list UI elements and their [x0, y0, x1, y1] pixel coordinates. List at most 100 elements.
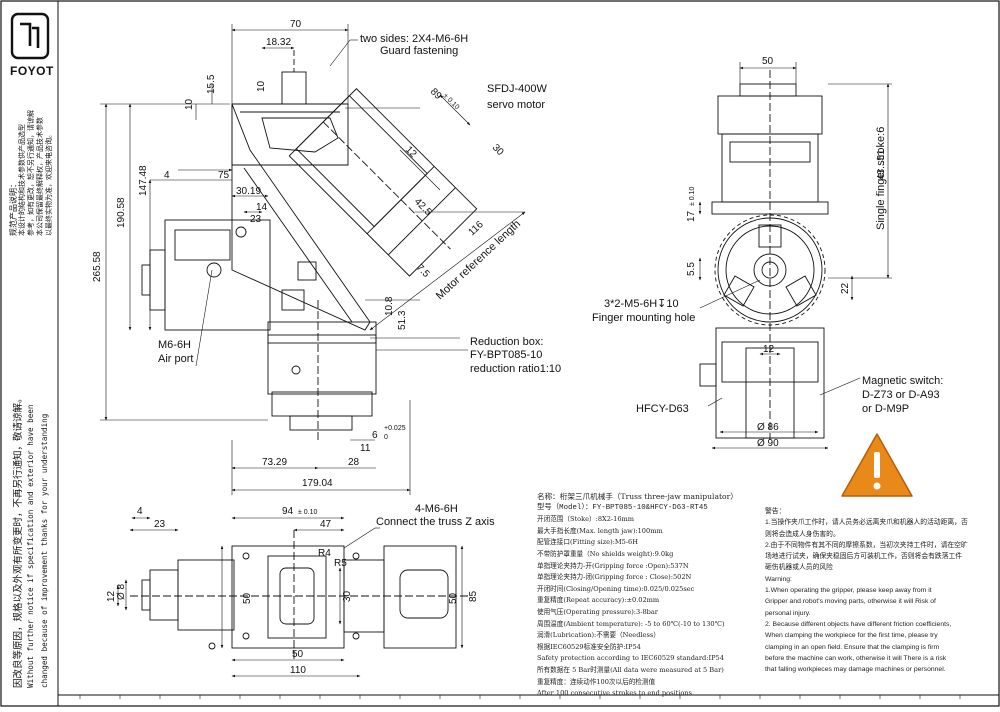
warn-cn-2c: 砸伤机器或人员的风险 — [765, 564, 833, 572]
spec-row: Safety protection according to IEC60529 … — [537, 654, 724, 663]
warn-en-title: Warning: — [765, 575, 792, 583]
dim-r4: R4 — [318, 548, 331, 559]
dim-tol-plus: +0.025 — [384, 425, 406, 432]
spec-row: 开闭范围（Stoke）:8X2-16mm — [537, 515, 635, 524]
label-two-sides: two sides: 2X4-M6-6H — [360, 33, 468, 45]
label-reduction-box: Reduction box: — [470, 336, 543, 348]
warning-icon — [841, 433, 913, 497]
spec-row: 单指理论夹持力-开(Gripping force :Open):537N — [537, 561, 689, 570]
dim-6: 6 — [372, 430, 378, 441]
dim-18-32: 18.32 — [266, 37, 291, 48]
dim-50-left: 50 — [242, 592, 253, 604]
dim-89-tol: ± 0.10 — [442, 92, 461, 111]
label-servo-model: SFDJ-400W — [487, 83, 548, 95]
label-truss: Connect the truss Z axis — [376, 516, 495, 528]
dim-r5: R5 — [334, 558, 347, 569]
label-reduction-ratio: reduction ratio1:10 — [470, 363, 561, 375]
dim-12-side: 12 — [763, 344, 775, 355]
dim-10-8: 10.8 — [384, 296, 395, 316]
spec-row: 最大手指长度(Max. length jaw):100mm — [537, 526, 663, 535]
warn-en-1: 1.When operating the gripper, please kee… — [765, 587, 932, 595]
warn-cn-2: 2.由于不同物件有其不同的摩擦系数，当初次夹持工件时，请在空旷 — [765, 541, 968, 549]
warn-en-2c: clamping in an open field. Ensure that t… — [765, 643, 940, 651]
notice-cn-main: 因改良等原因，规格以及外观有所变更时，不再另行通知，敬请谅解。 — [13, 393, 24, 688]
label-magnetic-3: or D-M9P — [862, 403, 909, 415]
spec-row: 不带防护罩重量（No shields weight):9.0kg — [537, 549, 674, 558]
dim-tol-zero: 0 — [384, 434, 388, 441]
dim-47: 47 — [320, 519, 332, 530]
dim-11: 11 — [360, 443, 371, 454]
spec-row: 所有数据在 5 Bar时测量(All data were measured at… — [537, 665, 724, 674]
dim-28: 28 — [348, 457, 360, 468]
dim-265-58: 265.58 — [92, 251, 103, 282]
dim-12: 12 — [403, 144, 419, 160]
spec-row: 单指理论夹持力-闭(Gripping force : Close):502N — [537, 573, 692, 582]
dim-179-04: 179.04 — [302, 478, 333, 489]
dim-75: 75 — [218, 170, 230, 181]
warn-en-1c: personal injury. — [765, 609, 811, 617]
warning-block: 警告： 1.当操作夹爪工作时，请人员务必远离夹爪和机器人的活动距离，否 则将会造… — [765, 506, 977, 675]
spec-row: 润滑(Lubrication):不需要（Needless） — [537, 631, 660, 640]
warn-en-2e: that falling workpieces may damage machi… — [765, 666, 946, 674]
spec-row: 重复精度(Repeat accuracy):±0.02mm — [537, 596, 660, 605]
dim-5-5: 5.5 — [686, 262, 697, 276]
label-finger-hole: Finger mounting hole — [592, 312, 695, 324]
dim-190-58: 190.58 — [116, 197, 127, 228]
spec-row: 周围温度(Ambient temperature): -5 to 60℃(-10… — [537, 619, 725, 628]
spec-name: 名称：桁架三爪机械手（Truss three-jaw manipulator） — [537, 492, 738, 501]
brand-name: FOYOT — [10, 64, 54, 78]
warn-cn-2b: 场地进行试夹，确保夹稳固后方可装机工作，否则将会有跌落工件 — [765, 553, 963, 561]
spec-row: 重复精度：连续动作100次以后的检测值 — [537, 677, 656, 686]
warn-cn-title: 警告： — [765, 508, 786, 515]
spec-model: 型号（Model）：FY-BPT085-10&HFCY-D63-RT45 — [537, 503, 708, 512]
dim-70: 70 — [290, 19, 302, 30]
spec-block: 名称：桁架三爪机械手（Truss three-jaw manipulator） … — [537, 491, 777, 700]
dim-85: 85 — [468, 590, 479, 602]
dim-89: 89 — [428, 86, 444, 102]
dim-14: 14 — [256, 202, 268, 213]
dim-110: 110 — [290, 665, 306, 676]
notice-en-2: changed because of improvement thanks fo… — [40, 413, 49, 688]
dim-15-5: 15.5 — [206, 74, 217, 94]
dim-30b: 30 — [342, 590, 353, 602]
label-air-thread: M6-6H — [158, 339, 191, 351]
warn-en-2d: before the machine can work, otherwise i… — [765, 654, 947, 662]
dim-42-5: 42.5 — [412, 196, 434, 218]
dim-10b: 10 — [184, 98, 195, 110]
top-view — [130, 530, 470, 660]
label-magnetic-2: D-Z73 or D-A93 — [862, 389, 940, 401]
top-dimensions — [116, 516, 464, 678]
dim-30: 30 — [490, 142, 506, 158]
notice-cn-5: 以最终实物为准，欢迎来电咨询。 — [45, 131, 53, 236]
dim-50-bot: 50 — [292, 649, 304, 660]
frame-ticks — [79, 695, 961, 699]
label-reduction-model: FY-BPT085-10 — [470, 349, 542, 361]
label-hfcy: HFCY-D63 — [636, 403, 689, 415]
dim-12b: 12 — [106, 590, 117, 602]
warn-en-1b: Gripper and robot's moving parts, otherw… — [765, 598, 936, 606]
annotation-texts: two sides: 2X4-M6-6H Guard fastening SFD… — [158, 33, 943, 528]
dim-116: 116 — [467, 219, 486, 238]
spec-row: 配管连接口(Fitting size):M5-6H — [537, 538, 638, 547]
warn-en-2: 2. Because different objects have differ… — [765, 620, 952, 628]
label-servo: servo motor — [487, 99, 545, 111]
dim-phi8: Ø 8 — [116, 583, 127, 600]
dim-23b: 23 — [154, 519, 166, 530]
warn-en-2b: When clamping the workpiece for the firs… — [765, 632, 938, 640]
label-guard: Guard fastening — [380, 45, 458, 57]
side-view — [699, 70, 829, 440]
dim-73-29: 73.29 — [262, 457, 287, 468]
spec-row: 根据IEC60529标准安全防护:IP54 — [537, 642, 641, 651]
dim-4: 4 — [164, 170, 170, 181]
dim-51-3: 51.3 — [397, 310, 408, 330]
dim-94: 94 — [282, 506, 294, 517]
dim-23: 23 — [250, 214, 262, 225]
brand-logo — [10, 12, 50, 60]
dim-50-right: 50 — [448, 592, 459, 604]
dim-phi86: Ø 86 — [757, 422, 779, 433]
spec-row: 使用气压(Operating pressure):3-8bar — [537, 607, 658, 616]
dim-147-48: 147.48 — [138, 165, 149, 196]
